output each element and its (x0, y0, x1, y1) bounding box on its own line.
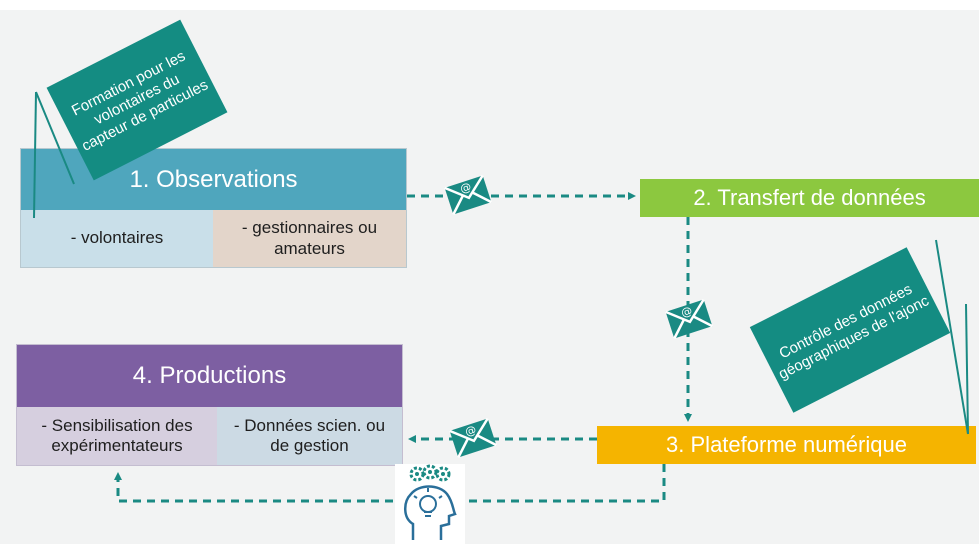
svg-text:@: @ (463, 423, 477, 439)
platform-box: 3. Plateforme numérique (597, 426, 976, 464)
observations-gestionnaires: - gestionnaires ou amateurs (213, 210, 406, 267)
callout-formation-pointer (33, 91, 37, 219)
productions-donnees: - Données scien. ou de gestion (217, 407, 402, 465)
arrow-feedback-loop (114, 464, 666, 503)
top-bar (0, 0, 979, 10)
productions-box: 4. Productions - Sensibilisation des exp… (16, 344, 403, 466)
callout-formation-pointer2 (35, 91, 75, 185)
productions-title: 4. Productions (17, 345, 402, 407)
email-icon: @ (449, 417, 497, 459)
idea-head-icon (395, 464, 465, 544)
email-icon: @ (444, 174, 492, 216)
callout-controle-pointer2 (965, 303, 969, 435)
callout-controle-pointer (935, 239, 969, 435)
svg-text:@: @ (679, 304, 693, 320)
observations-box: 1. Observations - volontaires - gestionn… (20, 148, 407, 268)
observations-volontaires: - volontaires (21, 210, 213, 267)
transfer-box: 2. Transfert de données (640, 179, 979, 217)
email-icon: @ (665, 298, 713, 340)
svg-text:@: @ (458, 180, 472, 196)
productions-sensibilisation: - Sensibilisation des expérimentateurs (17, 407, 217, 465)
